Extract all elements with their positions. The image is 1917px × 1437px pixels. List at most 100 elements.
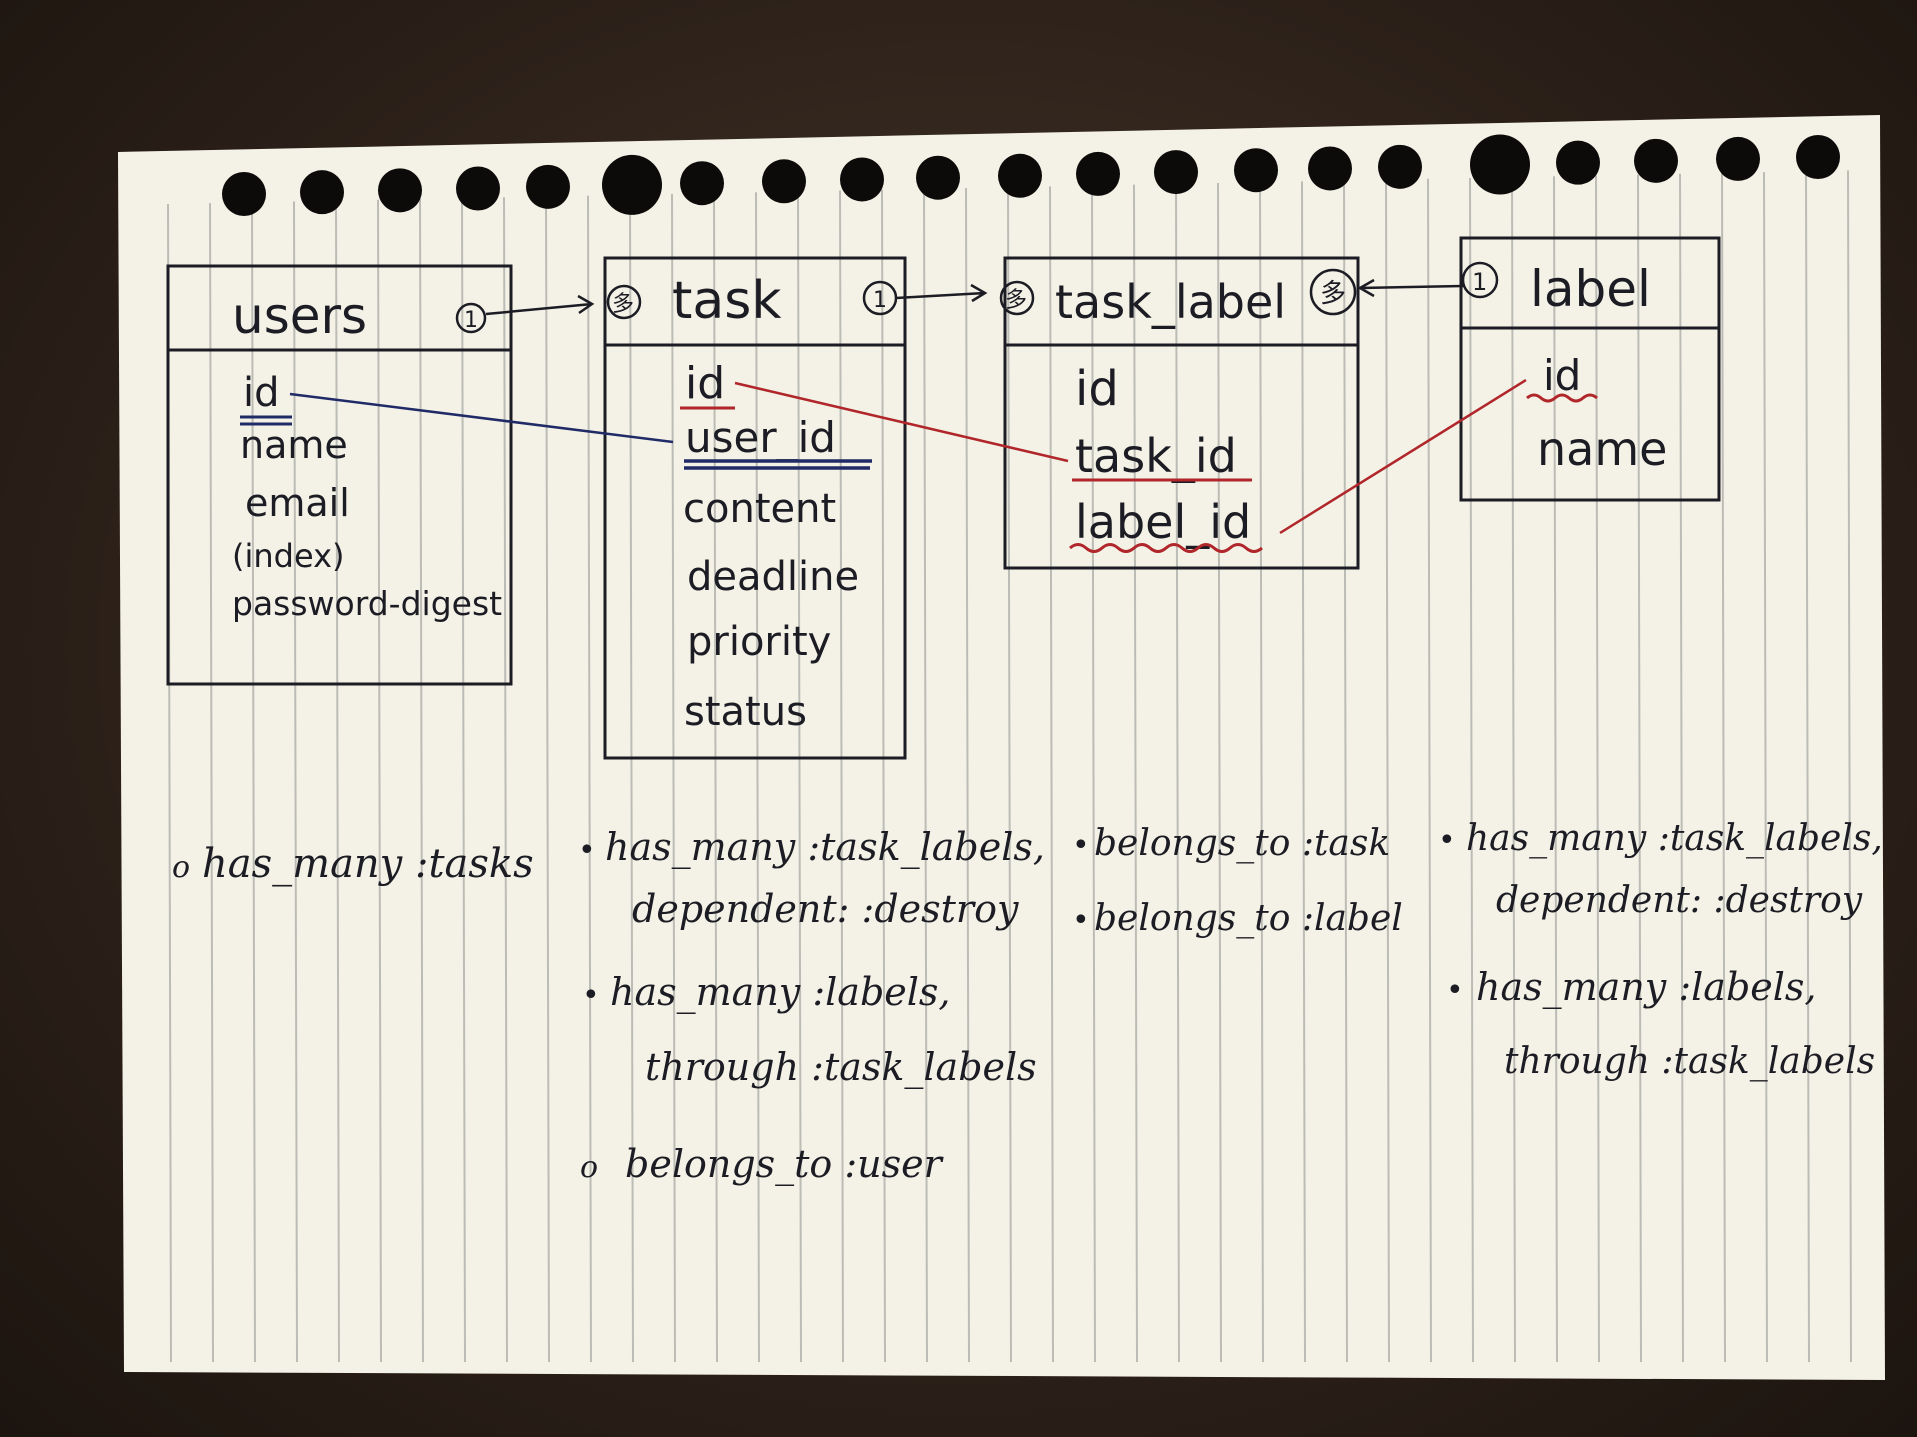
entity-label: 1 label id name [1459,236,1721,502]
paper-rule-line [545,196,550,1363]
note-line: through :task_labels [1504,1041,1875,1082]
paper-rule-line [797,191,802,1363]
note-line: through :task_labels [645,1045,1037,1090]
task-to-task-label-arrow [895,283,988,303]
task-label-cardinality-left-label: 多 [1005,288,1027,313]
task-label-field: label_id [1075,495,1251,549]
paper-rule-line [1259,182,1264,1363]
entity-task-box [603,256,907,760]
note-line: has_many :labels, [610,970,951,1015]
paper-rule-line [1217,182,1222,1363]
note-line: has_many :tasks [202,841,534,887]
paper-rule-line [377,199,382,1363]
note-line: has_many :task_labels, [1466,818,1883,859]
paper-rule-line [1469,177,1474,1363]
task-label-label-id-underline [1069,543,1263,553]
task-field: priority [687,619,831,665]
note-line: belongs_to :label [1094,898,1403,939]
paper-rule-line [209,203,214,1363]
label-field: id [1543,351,1581,400]
binder-hole [1378,144,1422,189]
binder-hole [1234,148,1278,193]
entity-task-label-title: task_label [1055,275,1286,329]
binder-hole [1076,151,1120,196]
label-notes: • has_many :task_labels, dependent: :des… [1438,818,1883,1082]
binder-hole [1154,150,1198,195]
paper-rule-line [1763,172,1768,1363]
users-cardinality-label: 1 [464,308,478,333]
users-field: password-digest [232,584,502,623]
paper-rule-line [1679,173,1684,1363]
note-bullet: • [1446,973,1464,1008]
paper-rule-line [251,202,256,1363]
entity-task: 多 task 1 id user_id content deadline pri… [603,256,907,760]
note-bullet: o [580,1150,598,1185]
note-bullet: • [1072,828,1090,863]
paper-rule-lines [167,170,1852,1363]
task-field: user_id [685,413,836,462]
task-cardinality-left-label: 多 [612,292,634,317]
binder-hole [1556,140,1600,185]
note-bullet: o [172,850,190,885]
task-id-to-task-label-task-id-link [734,381,1069,463]
task-field: content [683,486,836,532]
binder-hole [680,161,724,206]
paper-rule-line [1133,184,1138,1363]
label-to-task-label-arrow [1357,278,1464,298]
binder-hole [1634,138,1678,183]
task-label-cardinality-right-label: 多 [1320,279,1346,309]
binder-hole [526,164,570,209]
task-notes: • has_many :task_labels, dependent: :des… [578,825,1045,1187]
note-line: dependent: :destroy [632,887,1019,931]
users-cardinality-marker [455,302,487,334]
binder-holes [222,134,1840,216]
binder-hole [1796,135,1840,180]
binder-hole [300,170,344,215]
entity-users-box [166,264,513,686]
note-line: has_many :task_labels, [605,825,1045,870]
users-to-task-arrow [485,294,595,316]
binder-hole [1716,136,1760,181]
binder-hole [602,154,662,215]
paper-rule-line [587,195,592,1363]
users-field: id [243,370,280,416]
paper-rule-line [1301,181,1306,1363]
users-id-to-task-user-id-link [289,392,674,444]
label-cardinality-marker [1461,261,1499,299]
binder-hole [762,159,806,204]
paper-rule-line [1385,179,1390,1363]
paper-rule-line [1007,187,1012,1363]
paper-rule-line [881,189,886,1363]
entity-label-title: label [1530,260,1651,318]
task-label-notes: • belongs_to :task • belongs_to :label [1072,823,1403,939]
paper-rule-line [1595,175,1600,1363]
binder-hole [916,155,960,200]
task-label-field: id [1075,361,1119,417]
note-bullet: • [578,833,596,868]
binder-hole [1308,146,1352,191]
task-cardinality-right-label: 1 [873,288,887,313]
paper-rule-line [965,188,970,1363]
binder-hole [998,153,1042,198]
task-label-field: task_id [1075,429,1237,483]
paper-rule-line [923,188,928,1363]
paper-rule-line [1847,170,1852,1363]
users-field: (index) [232,537,345,575]
binder-hole [840,157,884,202]
paper-rule-line [671,193,676,1363]
binder-hole [222,172,266,216]
task-cardinality-left-marker [606,284,642,320]
paper-rule-line [335,200,340,1363]
paper-rule-line [1175,183,1180,1363]
binder-hole [456,166,500,211]
task-label-cardinality-right-marker [1309,268,1357,316]
paper-rule-line [629,194,634,1363]
users-field: name [240,423,348,467]
binder-hole [1470,134,1530,195]
entity-users: users 1 id name email (index) password-d… [166,264,513,686]
task-field: status [684,689,807,735]
paper-rule-line [419,198,424,1363]
label-id-to-task-label-label-id-link [1279,378,1527,535]
paper-rule-line [839,190,844,1363]
